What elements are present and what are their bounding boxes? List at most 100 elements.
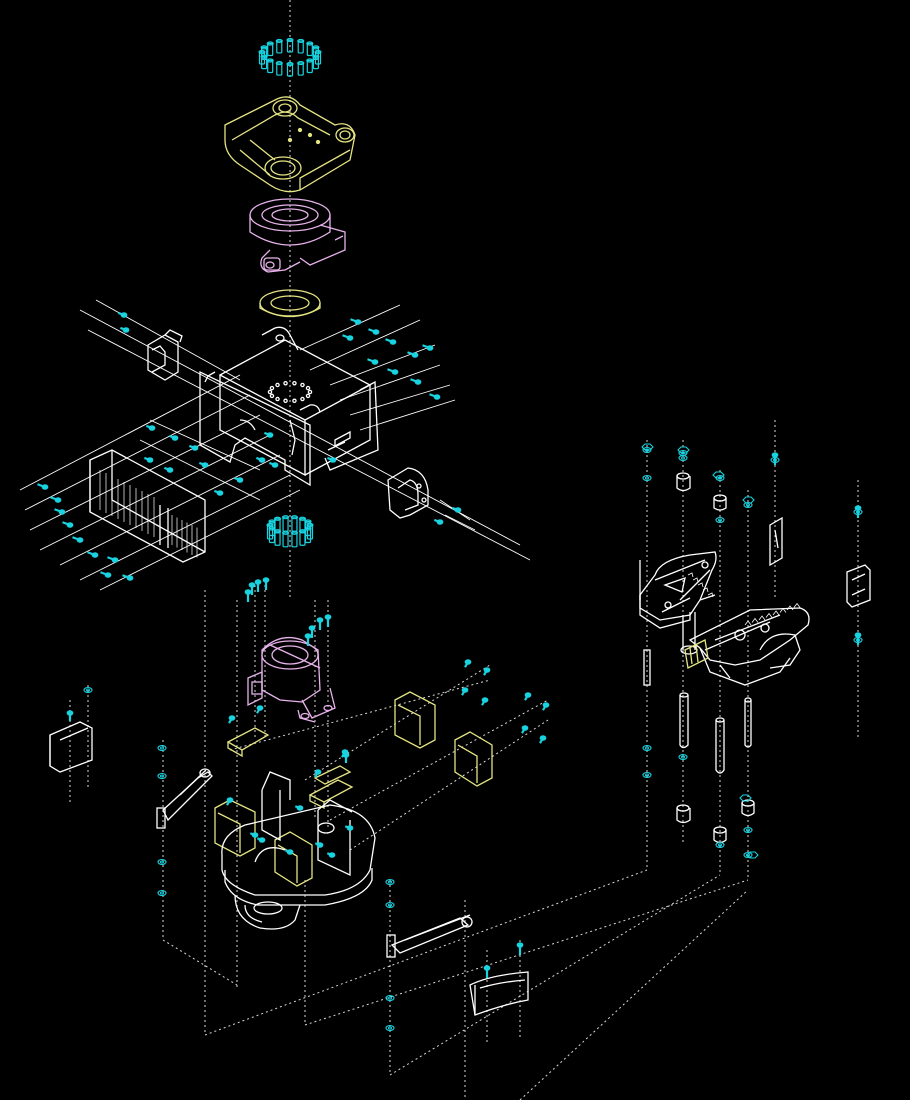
bolt-head xyxy=(256,705,264,711)
bearing-washer xyxy=(259,289,321,318)
washer xyxy=(743,826,753,834)
bolt-head xyxy=(524,692,532,698)
bolt-head xyxy=(201,462,209,468)
washer xyxy=(642,474,652,482)
grapple-teeth xyxy=(687,572,801,626)
bolt-head xyxy=(372,329,380,335)
bolt-hole xyxy=(292,380,297,386)
bolt-head xyxy=(391,369,399,375)
bolt-head xyxy=(771,452,779,458)
bolt xyxy=(312,55,319,70)
grapple-tooth xyxy=(692,577,699,583)
bolt-head xyxy=(464,659,472,665)
bolt-head xyxy=(854,632,862,638)
bolt xyxy=(276,40,283,54)
washer xyxy=(385,878,395,886)
bolt xyxy=(306,42,313,57)
side-shield xyxy=(49,721,529,1016)
bolt xyxy=(282,516,289,532)
bolt-hole xyxy=(300,396,305,402)
bolt-head xyxy=(312,45,320,50)
bolt-head xyxy=(66,522,74,528)
bolt-hole xyxy=(283,398,288,404)
bolt-head xyxy=(122,327,130,333)
bolt-head xyxy=(126,575,134,581)
bolt-ring-top xyxy=(258,37,322,77)
bolt-hole xyxy=(269,385,275,391)
bolt-hole xyxy=(305,385,311,391)
bolt-head xyxy=(290,515,299,520)
motor-block-fins xyxy=(99,470,198,558)
bolt-head xyxy=(226,797,234,803)
pins-and-bushings xyxy=(643,472,755,844)
bolt-head xyxy=(854,505,862,511)
grapple-tooth xyxy=(687,572,694,578)
washer xyxy=(385,994,395,1002)
bolt-head xyxy=(346,335,354,341)
bolt-head xyxy=(433,394,441,400)
washer-hole xyxy=(159,774,165,778)
bolt-head xyxy=(104,572,112,578)
bolt-ring-lower xyxy=(266,515,314,548)
nut xyxy=(712,471,725,479)
washer xyxy=(157,772,167,780)
rotator-motor xyxy=(247,636,336,723)
bolt-head xyxy=(426,345,434,351)
bolt-hole xyxy=(307,389,313,395)
bolt-head xyxy=(461,687,469,693)
bolt-head xyxy=(281,515,290,520)
bolt-head xyxy=(76,537,84,543)
bolt-head xyxy=(346,825,354,831)
bolt-head xyxy=(286,849,294,855)
bolt-head xyxy=(296,805,304,811)
washer-hole xyxy=(644,746,650,750)
washer-hole xyxy=(680,755,686,759)
bolt-head xyxy=(251,832,259,838)
washer xyxy=(157,889,167,897)
washer-hole xyxy=(745,828,751,832)
bolt-head xyxy=(236,477,244,483)
slew-drive xyxy=(249,198,346,273)
bolt-head xyxy=(258,457,266,463)
grapple-tooth xyxy=(758,615,766,621)
washer-hole xyxy=(85,688,91,692)
bolt-hole xyxy=(305,393,311,399)
washer-hole xyxy=(387,880,393,884)
washer xyxy=(642,446,652,454)
washer xyxy=(385,901,395,909)
bolt xyxy=(306,59,313,74)
side-bracket-left xyxy=(147,329,183,381)
bolt-head xyxy=(483,667,491,673)
bolt xyxy=(274,518,281,534)
bolt-hole xyxy=(292,398,297,404)
bolt-head xyxy=(304,519,312,524)
bolt-head xyxy=(306,41,314,46)
tine-bracket xyxy=(769,516,871,608)
bolt-head xyxy=(171,435,179,441)
bolt-head xyxy=(286,37,294,43)
bolt-head xyxy=(41,484,49,490)
bolt-head xyxy=(342,752,350,758)
bolt xyxy=(286,39,294,53)
grapple-tooth xyxy=(772,610,780,616)
washer-hole xyxy=(644,476,650,480)
bolt-head xyxy=(273,516,282,521)
bolt-head xyxy=(146,457,154,463)
fasteners xyxy=(37,311,863,1032)
bolt-head xyxy=(166,467,174,473)
bolt-head xyxy=(304,633,312,639)
grapple-tooth xyxy=(779,607,787,613)
bolt-head xyxy=(483,965,491,971)
grapple-tooth xyxy=(793,602,801,608)
bolt-head xyxy=(389,339,397,345)
bolt-head xyxy=(316,617,324,623)
bolt-hole xyxy=(275,382,280,388)
bolt xyxy=(291,516,298,532)
bolt-head xyxy=(298,516,307,521)
washer xyxy=(715,841,725,849)
bolt-head xyxy=(481,697,489,703)
bolt-head xyxy=(314,769,322,775)
washer-hole xyxy=(159,860,165,864)
bolt xyxy=(276,62,283,76)
bolt xyxy=(304,520,312,537)
